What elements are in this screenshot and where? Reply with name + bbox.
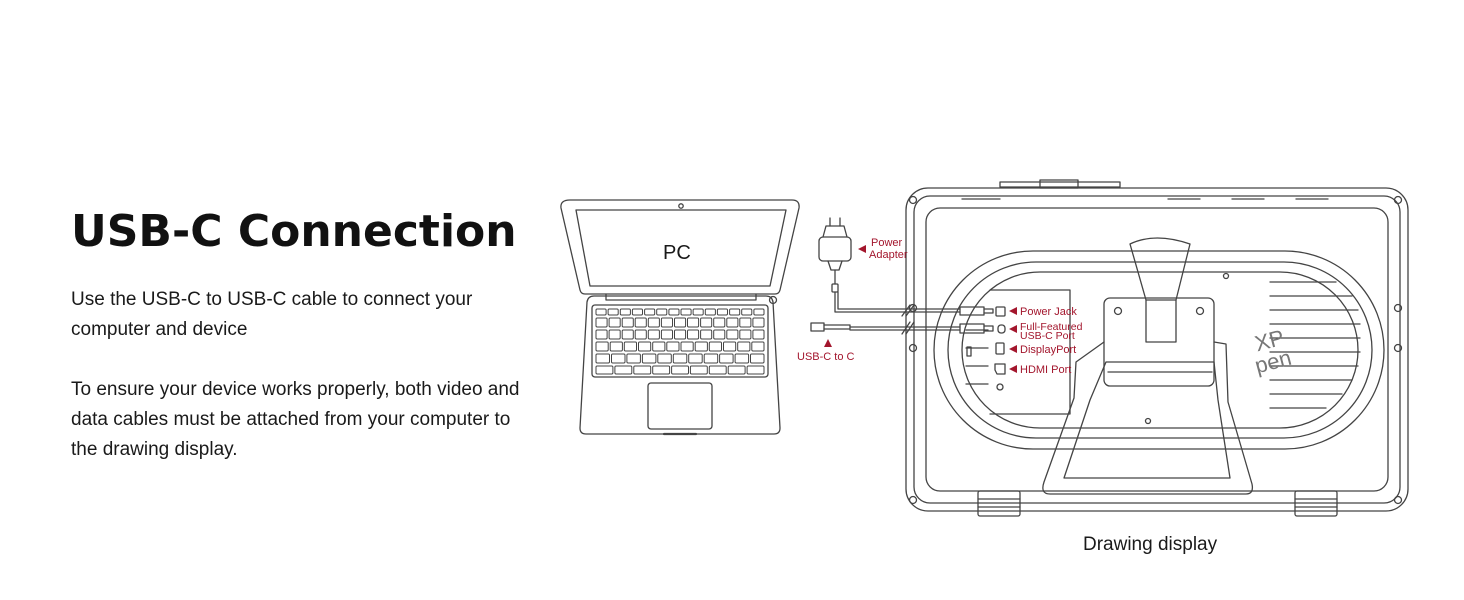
keyboard-key — [700, 317, 713, 328]
keyboard-key — [750, 353, 765, 364]
cable-label: USB-C to C — [797, 351, 855, 363]
keyboard-key — [607, 308, 619, 316]
keyboard-key — [619, 308, 631, 316]
power-jack-label: Power Jack — [1020, 306, 1077, 318]
keyboard-key — [674, 317, 687, 328]
keyboard-key — [713, 329, 726, 340]
keyboard-key — [729, 308, 741, 316]
laptop-keyboard — [595, 308, 765, 375]
power-adapter-illustration — [818, 217, 852, 293]
keyboard-key — [723, 341, 737, 352]
keyboard-key — [751, 341, 765, 352]
keyboard-key — [609, 341, 623, 352]
keyboard-key — [595, 317, 608, 328]
requirements-paragraph: To ensure your device works properly, bo… — [71, 379, 520, 460]
keyboard-key — [739, 329, 752, 340]
keyboard-key — [703, 353, 719, 364]
keyboard-key — [631, 308, 644, 316]
keyboard-key — [656, 308, 668, 316]
keyboard-key — [734, 353, 750, 364]
keyboard-key — [634, 317, 647, 328]
keyboard-key — [647, 329, 660, 340]
keyboard-key — [595, 341, 609, 352]
keyboard-key — [608, 329, 621, 340]
keyboard-key — [647, 317, 660, 328]
laptop-illustration — [560, 199, 800, 436]
keyboard-key — [644, 308, 656, 316]
cable-arrow — [824, 339, 832, 347]
hdmi-port-label: HDMI Port — [1020, 364, 1071, 376]
keyboard-key — [674, 329, 687, 340]
keyboard-key — [672, 353, 688, 364]
keyboard-key — [689, 365, 708, 375]
keyboard-key — [621, 329, 634, 340]
keyboard-key — [746, 365, 765, 375]
xppen-logo: XP pen — [1252, 325, 1294, 379]
keyboard-key — [741, 308, 753, 316]
keyboard-key — [726, 317, 739, 328]
page-title: USB-C Connection — [71, 206, 517, 257]
keyboard-key — [660, 329, 674, 340]
keyboard-key — [753, 308, 765, 316]
keyboard-key — [752, 317, 765, 328]
keyboard-key — [641, 353, 657, 364]
keyboard-key — [752, 329, 765, 340]
keyboard-key — [608, 317, 621, 328]
power-adapter-label-line1: Power — [871, 237, 903, 249]
power-adapter-label-line2: Adapter — [869, 249, 908, 261]
usbc-port-label-line2: USB-C Port — [1020, 330, 1075, 342]
display-caption: Drawing display — [1083, 534, 1218, 555]
keyboard-key — [626, 353, 641, 364]
keyboard-key — [726, 329, 739, 340]
keyboard-key — [633, 365, 652, 375]
keyboard-key — [737, 341, 751, 352]
usbc-port-arrow — [1009, 325, 1017, 333]
keyboard-key — [614, 365, 633, 375]
keyboard-key — [704, 308, 716, 316]
keyboard-key — [657, 353, 672, 364]
keyboard-key — [595, 365, 614, 375]
intro-paragraph: Use the USB-C to USB-C cable to connect … — [71, 289, 473, 340]
keyboard-key — [708, 341, 722, 352]
keyboard-key — [668, 308, 680, 316]
hdmi-port-arrow — [1009, 365, 1017, 373]
keyboard-key — [716, 308, 729, 316]
usbc-port-label-line1: Full-Featured — [1020, 321, 1083, 333]
keyboard-key — [719, 353, 734, 364]
keyboard-key — [700, 329, 713, 340]
keyboard-key — [621, 317, 634, 328]
keyboard-key — [713, 317, 726, 328]
keyboard-key — [595, 353, 610, 364]
keyboard-key — [666, 341, 680, 352]
keyboard-key — [694, 341, 708, 352]
keyboard-key — [688, 353, 703, 364]
keyboard-key — [708, 365, 727, 375]
keyboard-key — [692, 308, 704, 316]
keyboard-key — [595, 308, 607, 316]
keyboard-key — [687, 317, 700, 328]
keyboard-key — [680, 308, 692, 316]
keyboard-key — [595, 329, 608, 340]
keyboard-key — [634, 329, 647, 340]
keyboard-key — [727, 365, 746, 375]
keyboard-key — [680, 341, 694, 352]
power-jack-arrow — [1009, 307, 1017, 315]
pc-label: PC — [663, 242, 691, 264]
keyboard-key — [638, 341, 652, 352]
displayport-label: DisplayPort — [1020, 344, 1076, 356]
keyboard-key — [623, 341, 637, 352]
keyboard-key — [652, 365, 671, 375]
displayport-arrow — [1009, 345, 1017, 353]
keyboard-key — [652, 341, 666, 352]
keyboard-key — [739, 317, 752, 328]
drawing-display-illustration — [905, 179, 1409, 517]
keyboard-key — [671, 365, 689, 375]
keyboard-key — [687, 329, 700, 340]
keyboard-key — [660, 317, 674, 328]
keyboard-key — [611, 353, 626, 364]
power-adapter-arrow — [858, 245, 866, 253]
